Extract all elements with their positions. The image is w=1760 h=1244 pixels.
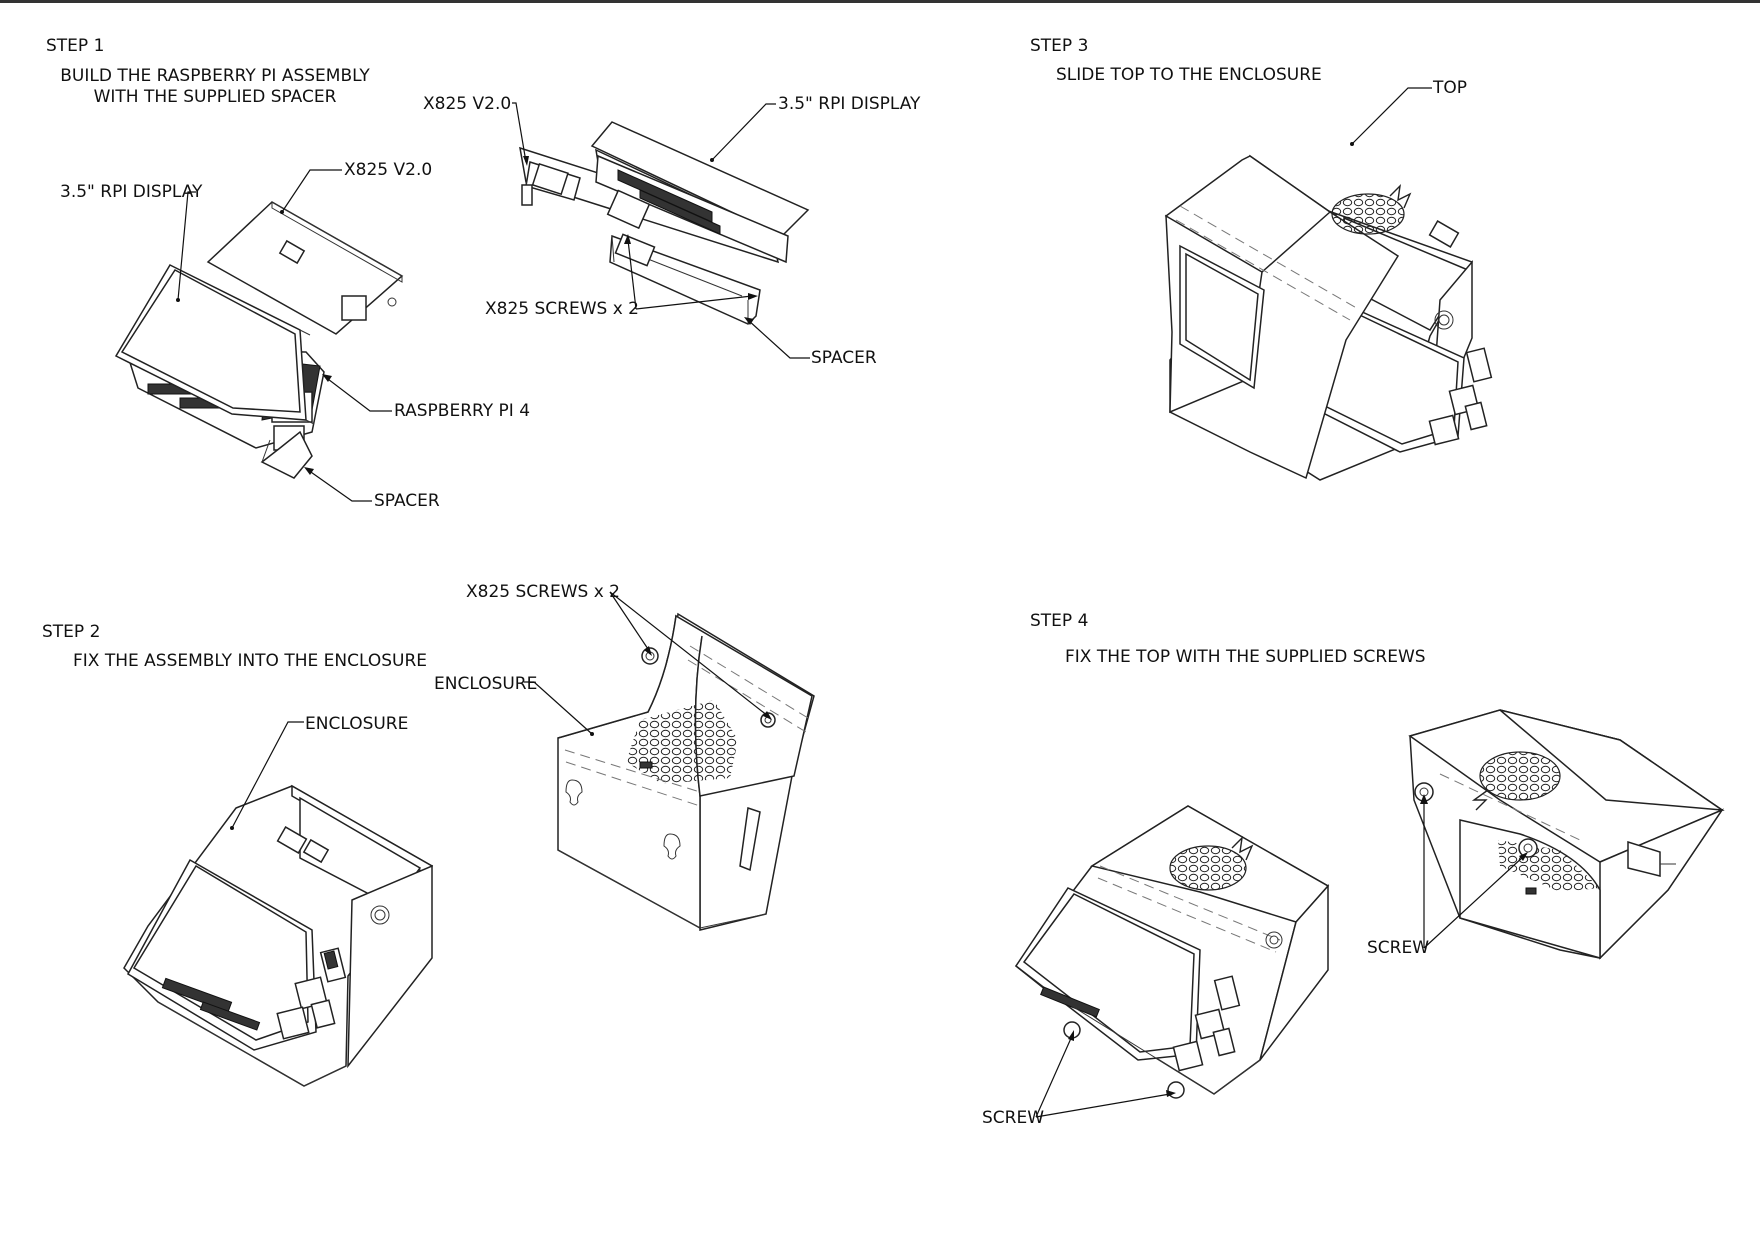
label-enclosure-empty: ENCLOSURE — [434, 674, 538, 694]
leader-lines — [176, 87, 1528, 1118]
step1-title: STEP 1 — [46, 36, 105, 56]
label-rpi-display-front: 3.5" RPI DISPLAY — [60, 182, 203, 202]
label-screw-front: SCREW — [982, 1108, 1045, 1128]
label-x825-exploded: X825 V2.0 — [423, 94, 512, 114]
step2-enclosure — [557, 612, 815, 931]
step3-title: STEP 3 — [1030, 36, 1089, 56]
step2-assembly-in-enclosure — [123, 784, 434, 1087]
step1-exploded-view — [519, 121, 810, 325]
step4-title: STEP 4 — [1030, 611, 1089, 631]
step1-instruction-line1: BUILD THE RASPBERRY PI ASSEMBLY — [60, 66, 370, 86]
label-rpi-display-exploded: 3.5" RPI DISPLAY — [778, 94, 921, 114]
label-spacer-exploded: SPACER — [811, 348, 877, 368]
label-screw-back: SCREW — [1367, 938, 1430, 958]
label-top: TOP — [1433, 78, 1468, 98]
label-spacer-front: SPACER — [374, 491, 440, 511]
step2-instruction: FIX THE ASSEMBLY INTO THE ENCLOSURE — [73, 651, 428, 671]
top-border-line — [0, 0, 1760, 3]
label-x825-front: X825 V2.0 — [344, 160, 433, 180]
step4-assembled-front — [1014, 805, 1330, 1099]
step1-assembly-front — [114, 201, 404, 479]
step2-title: STEP 2 — [42, 622, 101, 642]
step4-assembled-back — [1408, 709, 1725, 960]
label-raspberry-pi: RASPBERRY PI 4 — [394, 401, 531, 421]
label-x825-screws-step2: X825 SCREWS x 2 — [466, 582, 620, 602]
step3-instruction: SLIDE TOP TO THE ENCLOSURE — [1056, 65, 1322, 85]
label-enclosure-assembly: ENCLOSURE — [305, 714, 409, 734]
step4-instruction: FIX THE TOP WITH THE SUPPLIED SCREWS — [1065, 647, 1426, 667]
step1-instruction-line2: WITH THE SUPPLIED SPACER — [93, 87, 337, 107]
label-x825-screws-step1: X825 SCREWS x 2 — [485, 299, 639, 319]
step3-top-sliding — [1164, 154, 1493, 481]
